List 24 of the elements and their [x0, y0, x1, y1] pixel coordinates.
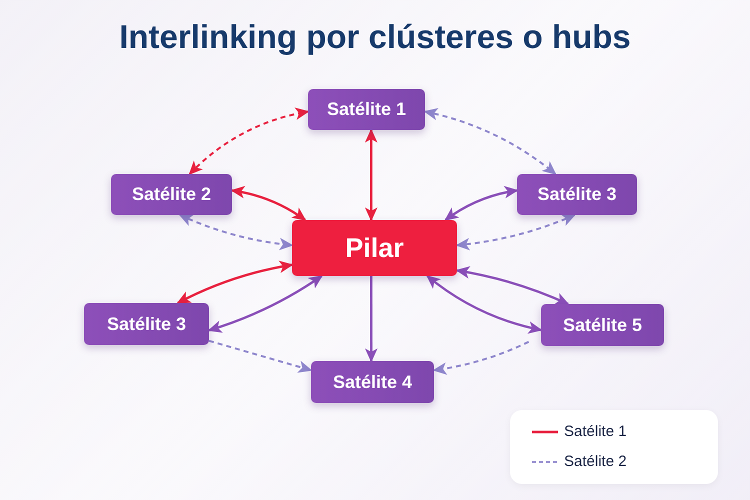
arrow [426, 275, 542, 334]
arrow [230, 186, 306, 221]
arrow [178, 214, 294, 250]
satellite-box: Satélite 5 [541, 304, 664, 346]
arrow [456, 266, 570, 306]
satellite-box: Satélite 3 [517, 174, 637, 215]
diagram-title: Interlinking por clústeres o hubs [118, 18, 632, 56]
legend-label: Satélite 1 [564, 423, 627, 440]
pillar-box: Pilar [292, 220, 457, 276]
arrow [208, 340, 312, 373]
arrow [432, 340, 530, 375]
arrow [456, 214, 576, 250]
satellite-box: Satélite 2 [111, 174, 232, 215]
arrow [364, 128, 378, 222]
satellite-box: Satélite 1 [308, 89, 425, 130]
arrow [364, 276, 378, 362]
legend-label: Satélite 2 [564, 453, 627, 470]
satellite-box: Satélite 4 [311, 361, 434, 403]
satellite-box: Satélite 3 [84, 303, 209, 345]
arrow [424, 108, 556, 175]
arrow [176, 260, 294, 304]
arrow [208, 275, 323, 333]
arrow [188, 108, 310, 175]
arrow [444, 186, 518, 221]
